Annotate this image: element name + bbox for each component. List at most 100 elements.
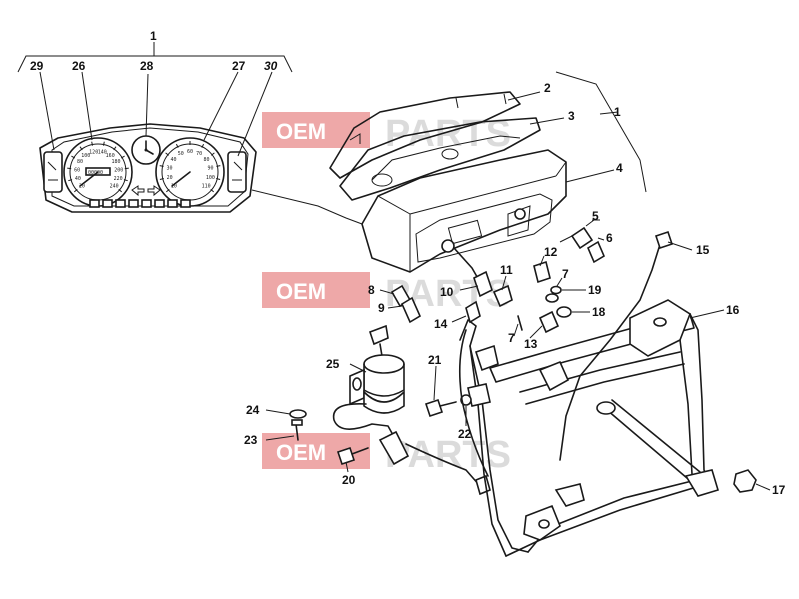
clock-pivot: [144, 148, 148, 152]
bolt-21-head: [424, 398, 444, 418]
connector-6: [586, 240, 606, 264]
frame-mid-rail-inner: [525, 363, 685, 405]
speedometer-tick: [68, 179, 73, 182]
leader-29: [39, 71, 55, 151]
housing-grommet: [441, 239, 455, 253]
harness-lead: [405, 443, 481, 487]
leader-15: [667, 241, 693, 251]
turn-left-arrow-icon: [131, 185, 145, 197]
callout-25: 25: [326, 357, 340, 371]
callout-17: 17: [772, 483, 786, 497]
frame-rear-bracket-hole: [653, 317, 667, 327]
frame-left-tube-inner: [469, 345, 507, 557]
speedometer-label: 140: [98, 149, 107, 155]
callout-16: 16: [726, 303, 740, 317]
fittings: [379, 219, 771, 493]
leader-6: [597, 237, 605, 241]
tachometer-needle: [171, 171, 191, 187]
bulb-12: [533, 260, 551, 284]
callout-3: 3: [568, 109, 575, 123]
speedometer-label: 180: [111, 159, 120, 165]
speedometer-label: 40: [75, 176, 81, 182]
speedometer-label: 160: [106, 153, 115, 159]
callout-14: 14: [434, 317, 448, 331]
frame-left-lug-lower: [467, 383, 491, 407]
cluster-bezel: [51, 127, 249, 207]
tachometer-label: 110: [202, 184, 211, 190]
tachometer-tick: [159, 165, 164, 167]
callout-19: 19: [588, 283, 602, 297]
housing-right-opening: [507, 205, 531, 237]
speedometer-tick: [113, 146, 117, 151]
cluster-cable: [251, 189, 363, 225]
leader-20: [345, 461, 349, 473]
bezel-left-opening: [371, 173, 393, 187]
key-blade: [379, 343, 383, 357]
screw-7: [517, 315, 523, 331]
tachometer-label: 70: [196, 151, 202, 157]
leader-11: [501, 275, 507, 291]
callout-9: 9: [378, 301, 385, 315]
lower-housing: [361, 149, 567, 273]
callout-29: 29: [30, 59, 44, 73]
connector-leads: [559, 219, 595, 243]
ignition-wire: [332, 403, 399, 445]
housing-label-plate: [447, 219, 483, 245]
left-panel-markings: [47, 161, 58, 181]
speedometer-needle: [79, 171, 99, 187]
callout-13: 13: [524, 337, 538, 351]
cluster-housing: [39, 123, 257, 213]
tachometer-label: 10: [171, 184, 177, 190]
speedo-cable-nut-15: [654, 230, 674, 250]
bolt-21-shank: [439, 401, 457, 407]
leader-2: [507, 91, 541, 101]
leader-30: [237, 71, 273, 157]
group-bracket-right: [555, 71, 647, 193]
leader-1-right: [599, 111, 619, 115]
speedometer-label: 80: [77, 159, 83, 165]
speedometer-tick: [124, 167, 129, 170]
leader-13: [529, 325, 543, 339]
speedometer-tick: [123, 179, 128, 182]
tachometer-tick: [216, 165, 221, 167]
callout-24: 24: [246, 403, 260, 417]
watermark-oem: OEM: [276, 279, 326, 304]
speedometer-label: 220: [114, 176, 123, 182]
callout-2: 2: [544, 81, 551, 95]
cable-end-14: [465, 300, 481, 324]
leader-16: [689, 309, 725, 319]
leader-26: [81, 71, 93, 141]
warning-light: [89, 199, 100, 208]
tachometer-tick: [165, 152, 170, 156]
speedometer-tick: [73, 189, 78, 193]
bulb-9: [400, 296, 422, 324]
ignition-switch-group: [265, 324, 491, 496]
watermark-box: [262, 272, 370, 308]
washer-24: [289, 409, 307, 419]
callout-28: 28: [140, 59, 154, 73]
warning-light: [115, 199, 126, 208]
bezel-inner-edge: [371, 135, 521, 181]
warning-light-row: [89, 199, 191, 208]
group-bracket-top: [17, 55, 293, 73]
frame-right-tube: [689, 313, 713, 487]
callout-7b: 7: [508, 331, 515, 345]
right-panel-markings: [232, 161, 243, 181]
left-warning-panel: [43, 151, 63, 193]
warning-light: [180, 199, 191, 208]
leader-24: [265, 409, 291, 415]
leader-17: [755, 483, 771, 491]
brace-bushing: [596, 401, 616, 415]
callout-15: 15: [696, 243, 710, 257]
warning-light: [141, 199, 152, 208]
tachometer-label: 90: [207, 166, 213, 172]
bolt-23-head: [291, 419, 303, 426]
leader-4: [565, 169, 615, 183]
warning-light: [128, 199, 139, 208]
frame-diagonal-brace: [599, 399, 701, 485]
leader-23: [265, 435, 295, 441]
tachometer-label: 80: [203, 157, 209, 163]
